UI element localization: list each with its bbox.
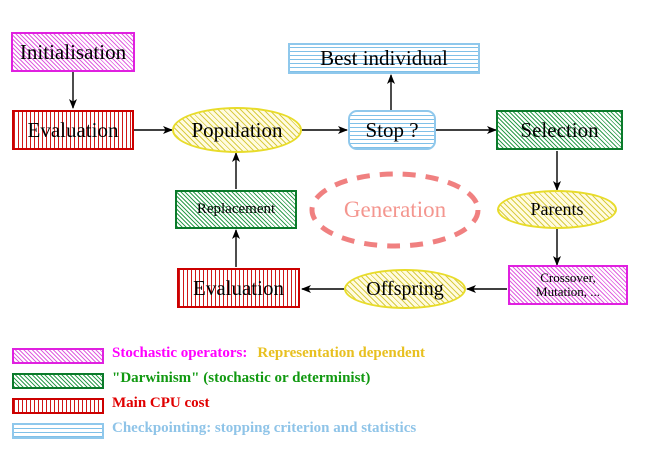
legend-label-stochastic-operators: Stochastic operators: Representation depe… [112,345,425,362]
node-offspring-label: Offspring [366,277,444,300]
legend-row-stochastic-operators: Stochastic operators: Representation depe… [12,345,662,370]
node-evaluation-top-label: Evaluation [27,117,119,142]
node-population[interactable]: Population [172,107,302,153]
legend-swatch-magenta [12,348,104,364]
legend-row-darwinism: "Darwinism" (stochastic or determinist) [12,370,662,395]
node-offspring[interactable]: Offspring [344,269,466,309]
legend-row-checkpointing: Checkpointing: stopping criterion and st… [12,420,662,445]
node-crossover-label-line2: Mutation, ... [536,284,600,299]
legend-text-part1: "Darwinism" (stochastic or determinist) [112,370,371,386]
node-population-label: Population [191,117,283,142]
legend-label-darwinism: "Darwinism" (stochastic or determinist) [112,370,370,387]
node-generation-label: Generation [343,196,447,222]
node-replacement-label: Replacement [196,200,276,217]
node-evaluation-top[interactable]: Evaluation [12,110,134,150]
legend-text-part1: Main CPU cost [112,395,210,411]
node-replacement[interactable]: Replacement [175,190,297,229]
legend-text-part1: Stochastic operators: [112,345,248,361]
legend-swatch-green [12,373,104,389]
node-crossover-mutation[interactable]: Crossover, Mutation, ... [508,265,628,305]
node-evaluation-bottom[interactable]: Evaluation [177,268,300,308]
node-parents[interactable]: Parents [497,190,617,229]
node-evaluation-bottom-label: Evaluation [193,275,284,300]
node-stop[interactable]: Stop ? [348,110,436,150]
node-crossover-label-line1: Crossover, [540,270,596,286]
node-generation: Generation [312,192,478,228]
node-best-individual-label: Best individual [320,46,448,71]
node-initialisation[interactable]: Initialisation [11,32,135,72]
node-selection[interactable]: Selection [496,110,623,150]
node-parents-label: Parents [530,199,584,220]
legend-text-part2: Representation dependent [257,345,426,361]
legend-text-part1: Checkpointing: stopping criterion and st… [112,420,417,436]
node-initialisation-label: Initialisation [19,39,127,64]
legend: Stochastic operators: Representation depe… [12,345,662,445]
generation-boundary-ellipse [309,171,481,249]
node-selection-label: Selection [520,117,599,142]
legend-label-checkpointing: Checkpointing: stopping criterion and st… [112,420,416,437]
legend-label-main-cpu-cost: Main CPU cost [112,395,210,412]
legend-swatch-blue [12,423,104,439]
legend-swatch-red [12,398,104,414]
legend-row-main-cpu-cost: Main CPU cost [12,395,662,420]
node-best-individual[interactable]: Best individual [288,43,480,74]
node-stop-label: Stop ? [365,117,419,142]
